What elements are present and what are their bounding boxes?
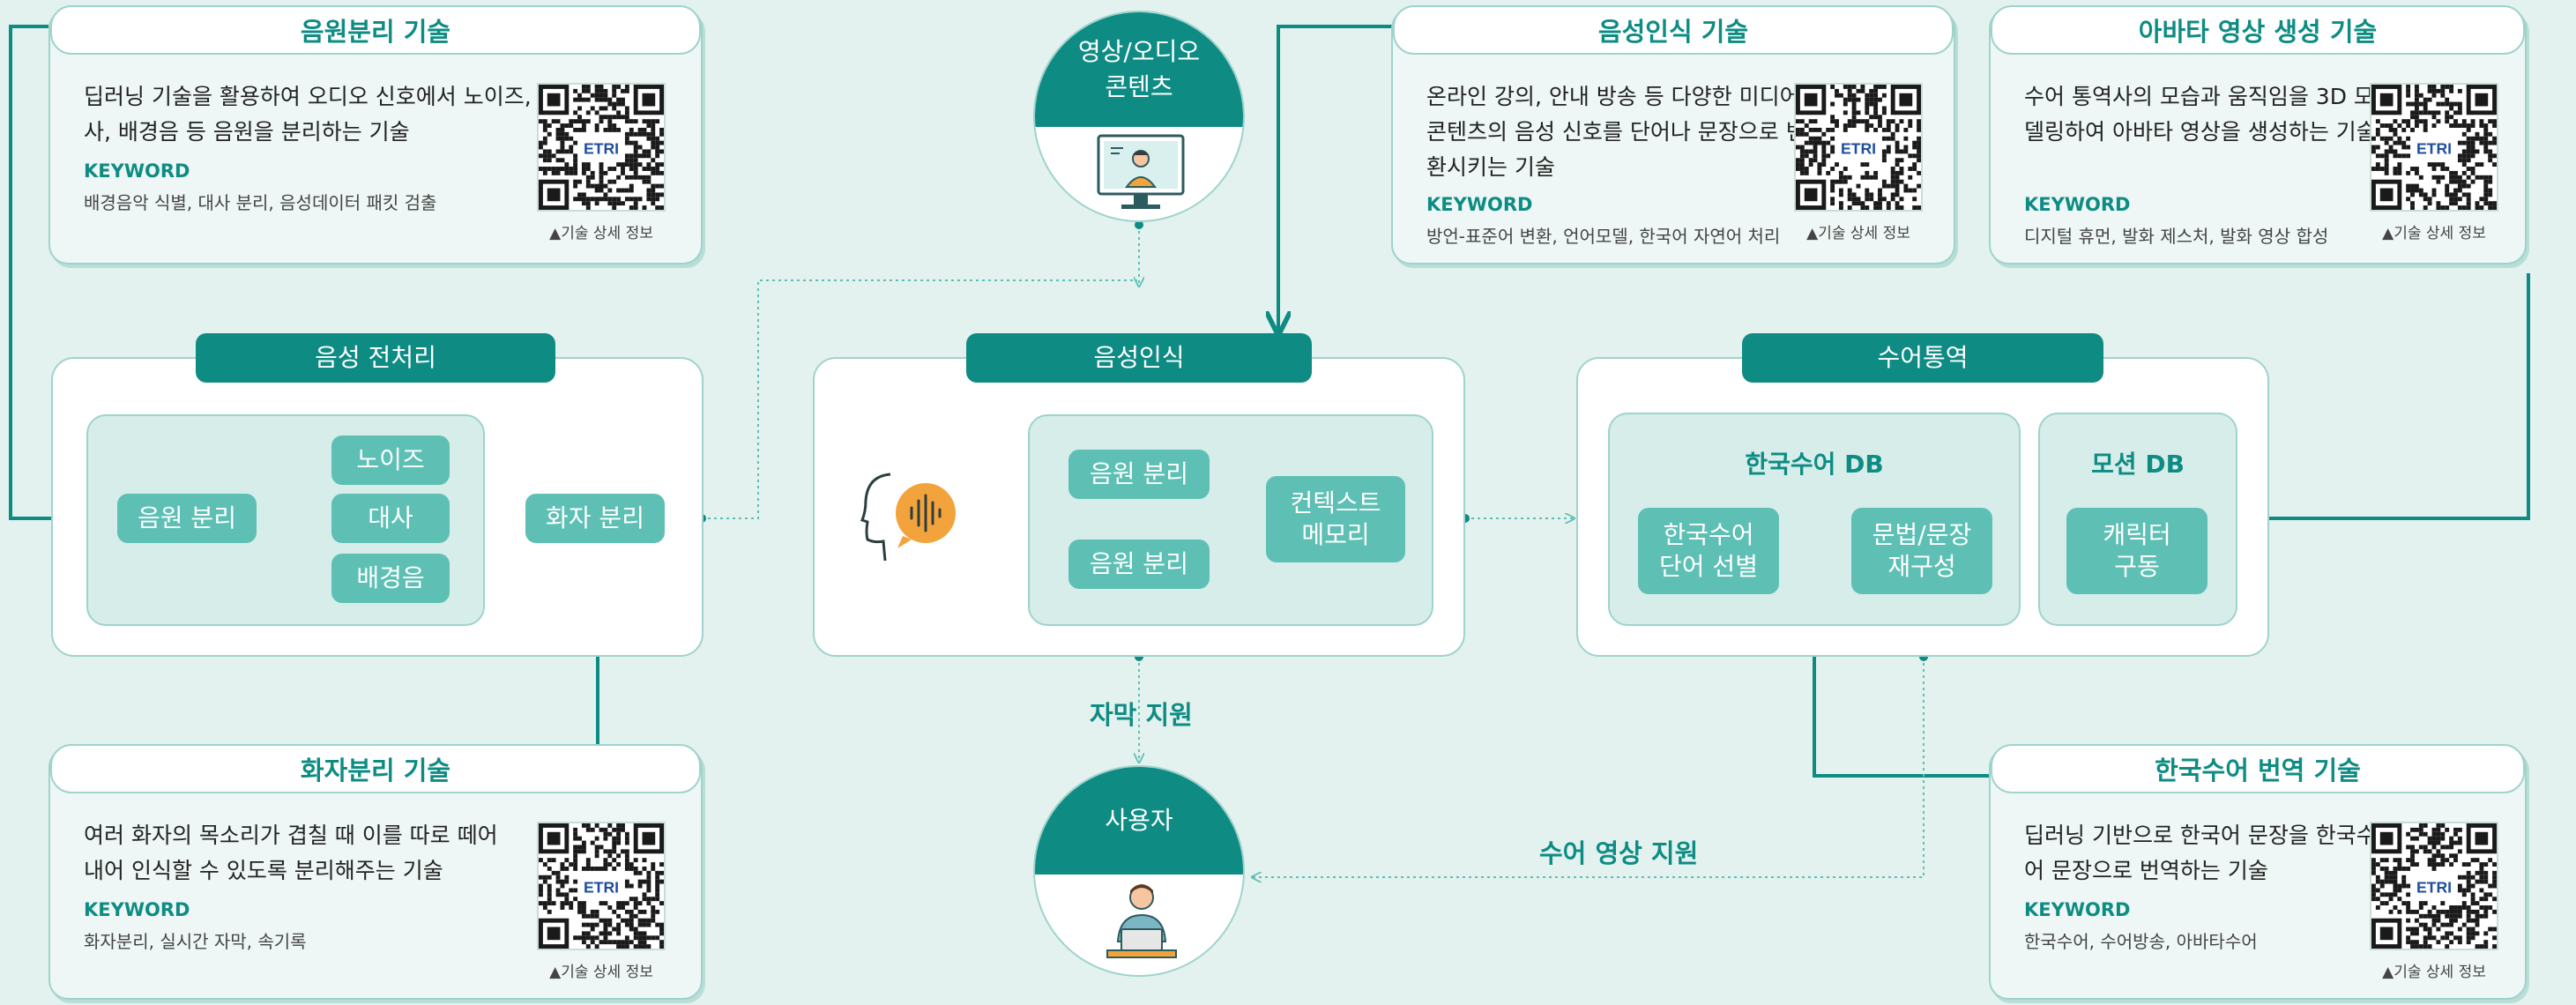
chip-character-drive: 캐릭터 구동	[2066, 508, 2207, 594]
etri-logo: ETRI	[2416, 878, 2452, 896]
chip-speaker-separation: 화자 분리	[525, 494, 665, 543]
chip-source-separation-bottom: 음원 분리	[1068, 540, 1210, 589]
chip-dialogue: 대사	[331, 494, 450, 543]
card-title: 아바타 영상 생성 기술	[1991, 5, 2525, 55]
keyword-list: 디지털 휴먼, 발화 제스처, 발화 영상 합성	[2024, 226, 2329, 247]
preprocess-title: 음성 전처리	[196, 333, 555, 383]
line-sourcesep-to-preprocess	[9, 25, 79, 518]
chip-source-separation: 음원 분리	[117, 494, 257, 543]
etri-logo: ETRI	[2416, 139, 2452, 157]
etri-logo: ETRI	[584, 878, 619, 896]
card-description: 온라인 강의, 안내 방송 등 다양한 미디어 콘텐츠의 음성 신호를 단어나 …	[1426, 84, 1806, 180]
keyword-list: 한국수어, 수어방송, 아바타수어	[2024, 931, 2258, 952]
card-description: 수어 통역사의 모습과 움직임을 3D 모델링하여 아바타 영상을 생성하는 기…	[2024, 84, 2377, 145]
line-avatar-to-motion	[2244, 273, 2530, 518]
card-description: 여러 화자의 목소리가 겹칠 때 이를 따로 떼어내어 인식할 수 있도록 분리…	[84, 823, 498, 883]
card-speaker-separation: 화자분리 기술 여러 화자의 목소리가 겹칠 때 이를 따로 떼어내어 인식할 …	[48, 744, 703, 1000]
ksl-db-title: 한국수어 DB	[1745, 450, 1884, 479]
line-speechrec-to-recognition	[1278, 25, 1393, 333]
qr-code-icon[interactable]: ETRI	[2370, 83, 2498, 212]
user-label: 사용자	[1035, 767, 1243, 875]
sign-video-support-label: 수어 영상 지원	[1539, 838, 1699, 868]
content-label: 영상/오디오 콘텐츠	[1035, 12, 1243, 127]
caption-support-label: 자막 지원	[1090, 700, 1193, 730]
keyword-label: KEYWORD	[84, 899, 190, 920]
card-avatar-generation: 아바타 영상 생성 기술 수어 통역사의 모습과 움직임을 3D 모델링하여 아…	[1989, 5, 2527, 264]
qr-caption: ▲기술 상세 정보	[549, 964, 653, 981]
keyword-list: 화자분리, 실시간 자막, 속기록	[84, 931, 307, 952]
keyword-label: KEYWORD	[1426, 194, 1533, 215]
chip-background: 배경음	[331, 554, 450, 603]
card-ksl-translation: 한국수어 번역 기술 딥러닝 기반으로 한국어 문장을 한국수어 문장으로 번역…	[1989, 744, 2527, 1000]
card-source-separation: 음원분리 기술 딥러닝 기술을 활용하여 오디오 신호에서 노이즈, 대사, 배…	[48, 5, 703, 264]
card-description: 딥러닝 기술을 활용하여 오디오 신호에서 노이즈, 대사, 배경음 등 음원을…	[84, 84, 559, 145]
chip-source-separation-top: 음원 분리	[1068, 450, 1210, 499]
line-ksltrans-to-grammar	[1814, 628, 1991, 778]
keyword-list: 방언-표준어 변환, 언어모델, 한국어 자연어 처리	[1426, 226, 1781, 247]
card-title: 음원분리 기술	[50, 5, 701, 55]
qr-code-icon[interactable]: ETRI	[537, 822, 666, 950]
card-description: 딥러닝 기반으로 한국어 문장을 한국수어 문장으로 번역하는 기술	[2024, 823, 2377, 883]
qr-code-icon[interactable]: ETRI	[537, 83, 666, 212]
chip-context-memory: 컨텍스트 메모리	[1266, 476, 1405, 562]
keyword-label: KEYWORD	[2024, 899, 2131, 920]
qr-code-icon[interactable]: ETRI	[1794, 83, 1923, 212]
signlang-title: 수어통역	[1742, 333, 2103, 383]
user-laptop-icon	[1106, 884, 1177, 958]
keyword-label: KEYWORD	[2024, 194, 2131, 215]
qr-caption: ▲기술 상세 정보	[2382, 964, 2486, 981]
recognition-title: 음성인식	[966, 333, 1312, 383]
card-title: 음성인식 기술	[1393, 5, 1954, 55]
card-title: 한국수어 번역 기술	[1991, 744, 2525, 793]
keyword-list: 배경음악 식별, 대사 분리, 음성데이터 패킷 검출	[84, 192, 437, 213]
etri-logo: ETRI	[584, 139, 619, 157]
qr-code-icon[interactable]: ETRI	[2370, 822, 2498, 950]
qr-caption: ▲기술 상세 정보	[2382, 225, 2486, 242]
chip-ksl-word-select: 한국수어 단어 선별	[1638, 508, 1779, 594]
motion-db-title: 모션 DB	[2091, 450, 2185, 479]
chip-grammar-reconstruct: 문법/문장 재구성	[1851, 508, 1992, 594]
etri-logo: ETRI	[1841, 139, 1876, 157]
content-circle: 영상/오디오 콘텐츠	[1033, 11, 1245, 222]
user-circle: 사용자	[1033, 765, 1245, 977]
card-speech-recognition: 음성인식 기술 온라인 강의, 안내 방송 등 다양한 미디어 콘텐츠의 음성 …	[1391, 5, 1955, 264]
keyword-label: KEYWORD	[84, 160, 190, 182]
speaking-head-icon	[860, 473, 956, 562]
qr-caption: ▲기술 상세 정보	[1806, 225, 1910, 242]
monitor-person-icon	[1097, 134, 1185, 209]
chip-noise: 노이즈	[331, 436, 450, 485]
card-title: 화자분리 기술	[50, 744, 701, 793]
qr-caption: ▲기술 상세 정보	[549, 225, 653, 242]
